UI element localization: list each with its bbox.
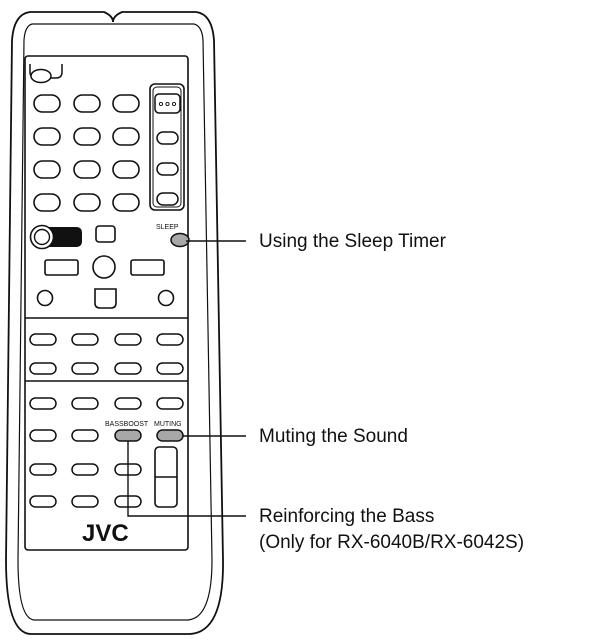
volume-knob-button[interactable] [29,224,83,250]
number-button-4[interactable] [33,127,61,146]
callout-sleep-timer: Using the Sleep Timer [259,231,446,252]
number-button-12[interactable] [112,193,140,212]
pill-button[interactable] [114,333,142,346]
muting-label: MUTING [154,421,182,428]
small-round-button-right[interactable] [157,289,175,307]
callout-muting: Muting the Sound [259,426,408,447]
center-button[interactable] [92,255,116,279]
standby-toggle-switch[interactable] [29,64,63,84]
number-button-5[interactable] [73,127,101,146]
remote-body-inner-edge [17,23,213,621]
brand-logo: JVC [82,520,129,547]
number-button-7[interactable] [33,160,61,179]
muting-button[interactable] [156,429,184,442]
bass-boost-button[interactable] [114,429,142,442]
pill-button[interactable] [71,333,99,346]
dot-icon [165,101,170,107]
pill-button[interactable] [71,429,99,442]
dot-icon [158,101,164,107]
function-button-square[interactable] [95,225,116,243]
source-button[interactable] [156,192,179,206]
source-button[interactable] [156,131,179,145]
pill-button[interactable] [29,362,57,375]
pill-button[interactable] [71,362,99,375]
number-button-11[interactable] [73,193,101,212]
number-button-9[interactable] [112,160,140,179]
sleep-button[interactable] [170,232,190,248]
pill-button[interactable] [29,429,57,442]
down-button[interactable] [94,288,117,309]
pill-button[interactable] [114,397,142,410]
pill-button[interactable] [156,397,184,410]
pill-button[interactable] [71,463,99,476]
number-button-3[interactable] [112,94,140,113]
bass-callout-line [127,441,246,517]
pill-button[interactable] [71,495,99,508]
dot-icon [171,101,177,107]
pill-button[interactable] [71,397,99,410]
pill-button[interactable] [114,362,142,375]
left-arrow-button[interactable] [44,259,79,276]
source-button-top[interactable] [154,93,181,114]
pill-button[interactable] [29,495,57,508]
number-button-8[interactable] [73,160,101,179]
small-round-button-left[interactable] [36,289,54,307]
function-buttons-lower [29,397,184,508]
pill-button[interactable] [29,333,57,346]
source-button[interactable] [156,162,179,176]
sleep-label: SLEEP [156,224,179,231]
bass-boost-label: BASSBOOST [105,421,149,428]
pill-button[interactable] [29,397,57,410]
number-button-10[interactable] [33,193,61,212]
number-button-1[interactable] [33,94,61,113]
number-button-2[interactable] [73,94,101,113]
right-arrow-button[interactable] [130,259,165,276]
callout-bass-line2: (Only for RX-6040B/RX-6042S) [259,532,525,553]
source-selector-column [149,83,185,211]
pill-button[interactable] [156,362,184,375]
callout-lines [127,240,246,517]
pill-button[interactable] [156,333,184,346]
pill-button[interactable] [29,463,57,476]
function-buttons-middle [29,333,184,375]
number-buttons [33,94,140,212]
number-button-6[interactable] [112,127,140,146]
callout-bass-line1: Reinforcing the Bass [259,506,435,527]
